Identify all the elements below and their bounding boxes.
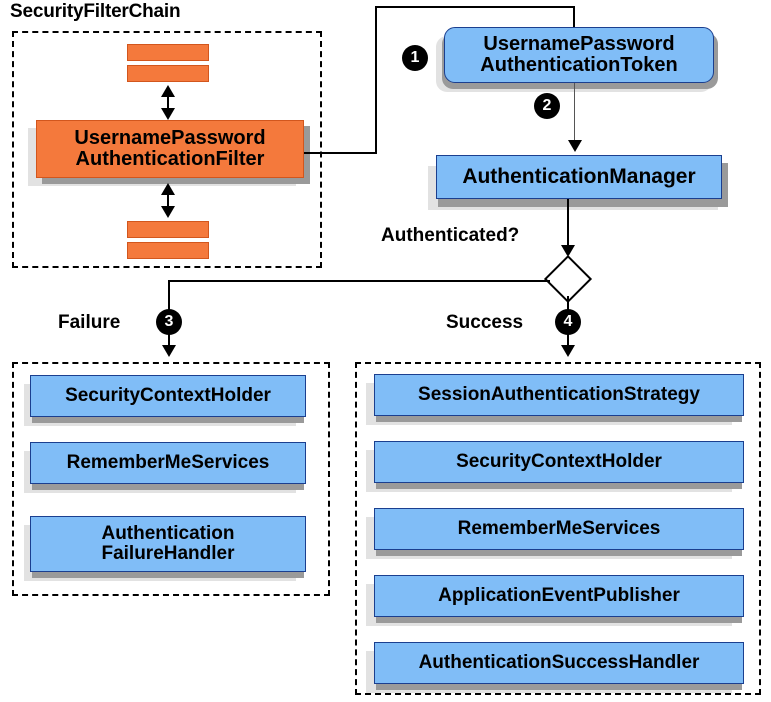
success-label: Success — [446, 312, 524, 333]
filter-arrow-down-head-bottom — [161, 206, 175, 218]
connector-diamond-to-failure-h — [168, 280, 550, 282]
node-username-password-authentication-filter[interactable]: UsernamePassword AuthenticationFilter — [36, 120, 304, 178]
success-group — [355, 362, 761, 695]
failure-item-2-label: RememberMeServices — [66, 452, 270, 474]
success-item-security-context-holder[interactable]: SecurityContextHolder — [374, 441, 744, 483]
manager-node-label: AuthenticationManager — [462, 164, 696, 188]
filter-node-label-line2: AuthenticationFilter — [75, 148, 265, 170]
success-item-3-label: RememberMeServices — [457, 518, 661, 540]
connector-filter-to-token-h1 — [303, 152, 377, 154]
success-item-session-authentication-strategy[interactable]: SessionAuthenticationStrategy — [374, 374, 744, 416]
security-filter-chain-title: SecurityFilterChain — [10, 1, 181, 22]
connector-success-arrow-head — [561, 345, 575, 357]
success-item-authentication-success-handler[interactable]: AuthenticationSuccessHandler — [374, 642, 744, 684]
connector-failure-arrow-head — [162, 345, 176, 357]
connector-manager-to-diamond-head — [561, 245, 575, 257]
filter-bar-above-2 — [127, 65, 209, 82]
badge-step-2: 2 — [535, 94, 559, 118]
badge-step-1: 1 — [403, 46, 427, 70]
badge-step-4: 4 — [556, 310, 580, 334]
filter-bar-below-2 — [127, 242, 209, 259]
node-authentication-manager[interactable]: AuthenticationManager — [436, 155, 722, 199]
failure-item-remember-me-services[interactable]: RememberMeServices — [30, 442, 306, 484]
token-node-label-line2: AuthenticationToken — [480, 54, 678, 76]
success-item-application-event-publisher[interactable]: ApplicationEventPublisher — [374, 575, 744, 617]
success-item-1-label: SessionAuthenticationStrategy — [418, 384, 700, 406]
connector-token-to-manager-head — [568, 140, 582, 152]
filter-bar-below-1 — [127, 221, 209, 238]
failure-item-1-label: SecurityContextHolder — [65, 385, 271, 407]
connector-manager-to-diamond-shaft — [567, 199, 569, 252]
node-username-password-authentication-token[interactable]: UsernamePassword AuthenticationToken — [444, 27, 714, 83]
token-node-label-line1: UsernamePassword — [483, 33, 675, 55]
failure-group — [12, 362, 330, 596]
connector-token-to-manager-shaft — [574, 83, 575, 146]
failure-label: Failure — [58, 312, 121, 333]
filter-arrow-up-shaft — [167, 90, 169, 114]
failure-item-authentication-failure-handler[interactable]: Authentication FailureHandler — [30, 516, 306, 572]
badge-step-3: 3 — [157, 310, 181, 334]
success-item-remember-me-services[interactable]: RememberMeServices — [374, 508, 744, 550]
failure-item-3-label-line2: FailureHandler — [101, 543, 235, 564]
authenticated-question-label: Authenticated? — [381, 225, 520, 246]
connector-filter-to-token-h2 — [375, 6, 575, 8]
connector-filter-to-token-v — [375, 6, 377, 154]
success-item-4-label: ApplicationEventPublisher — [438, 585, 680, 607]
filter-arrow-up-head-bottom — [161, 108, 175, 120]
failure-item-3-label-line1: Authentication — [101, 523, 235, 545]
security-filter-chain-group — [12, 31, 322, 268]
failure-item-security-context-holder[interactable]: SecurityContextHolder — [30, 375, 306, 417]
filter-node-label-line1: UsernamePassword — [74, 127, 266, 149]
filter-bar-above-1 — [127, 44, 209, 61]
connector-filter-to-token-v2 — [573, 6, 575, 28]
success-item-5-label: AuthenticationSuccessHandler — [418, 652, 700, 674]
filter-arrow-down-shaft — [167, 188, 169, 212]
success-item-2-label: SecurityContextHolder — [456, 451, 662, 473]
